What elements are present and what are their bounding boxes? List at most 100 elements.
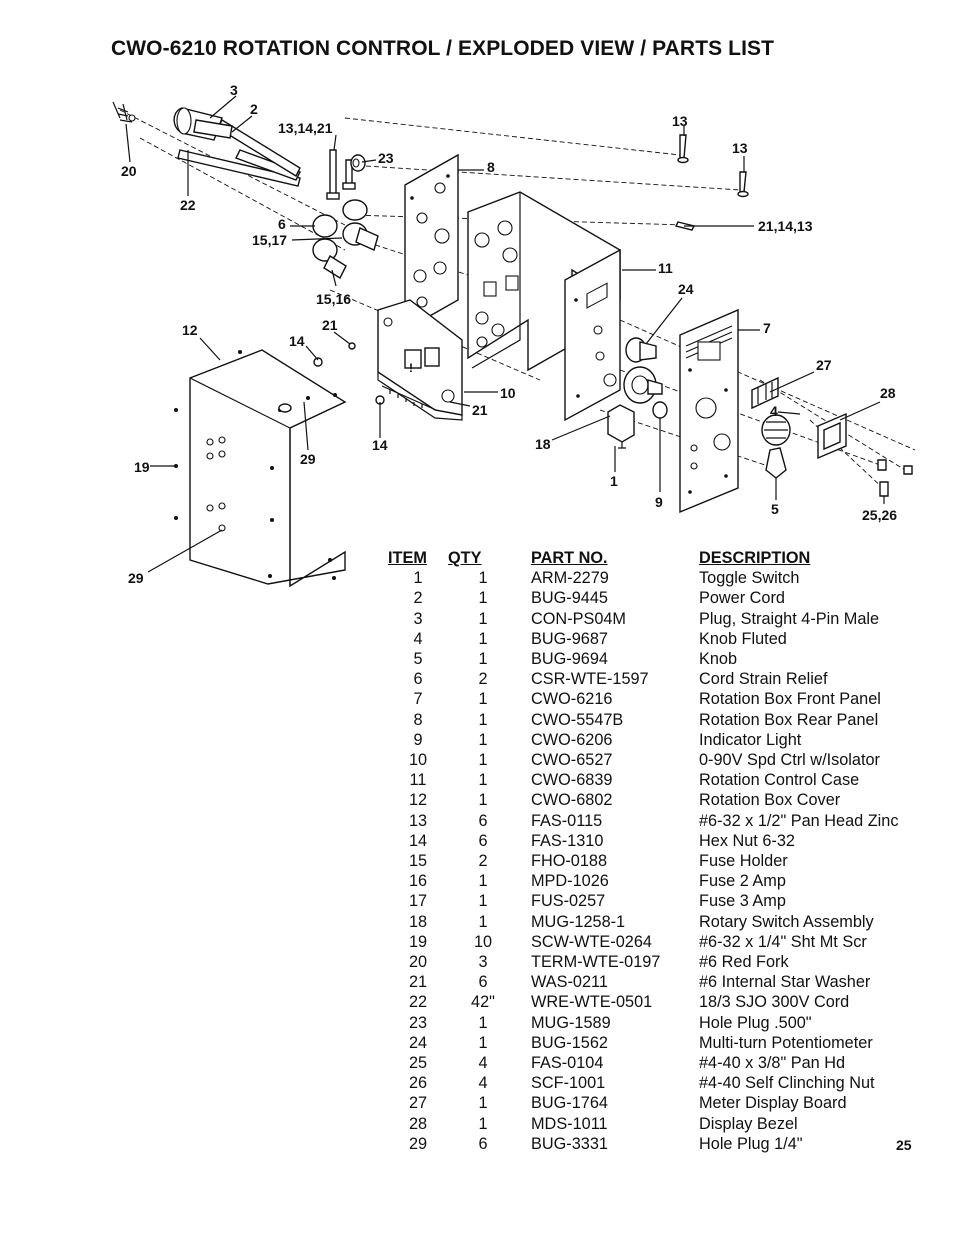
item-cell: 6 xyxy=(413,670,423,689)
item-cell: 17 xyxy=(408,892,428,911)
header-item: ITEM xyxy=(388,549,427,567)
hole-plug-23 xyxy=(350,154,366,172)
callout-25-26: 25,26 xyxy=(862,507,897,523)
rotation-box-cover-12 xyxy=(174,349,347,588)
qty-cell: 1 xyxy=(478,710,488,729)
description-cell: #6 Internal Star Washer xyxy=(699,973,871,992)
part-number-cell: BUG-9687 xyxy=(531,629,608,648)
callout-9: 9 xyxy=(655,494,663,510)
description-cell: Rotation Box Rear Panel xyxy=(699,710,879,729)
item-cell: 8 xyxy=(413,710,423,729)
qty-cell: 1 xyxy=(478,892,488,911)
description-cell: #4-40 Self Clinching Nut xyxy=(699,1074,875,1093)
page-title: CWO-6210 ROTATION CONTROL / EXPLODED VIE… xyxy=(111,37,775,60)
item-cell: 20 xyxy=(408,953,428,972)
qty-cell: 4 xyxy=(478,1074,488,1093)
item-cell: 9 xyxy=(413,730,423,749)
front-panel-7 xyxy=(679,308,739,514)
part-number-cell: CWO-6527 xyxy=(531,751,613,770)
qty-cell: 1 xyxy=(478,872,488,891)
description-cell: #4-40 x 3/8" Pan Hd xyxy=(699,1054,846,1073)
description-cell: Rotation Control Case xyxy=(699,771,860,790)
item-cell: 21 xyxy=(408,973,428,992)
display-and-knobs xyxy=(751,376,913,497)
part-number-cell: FUS-0257 xyxy=(531,892,606,911)
qty-cell: 1 xyxy=(478,751,488,770)
callout-20: 20 xyxy=(121,163,137,179)
part-number-cell: FAS-0104 xyxy=(531,1054,604,1073)
callout-18: 18 xyxy=(535,436,551,452)
qty-cell: 1 xyxy=(478,609,488,628)
description-cell: Fuse 2 Amp xyxy=(699,872,786,891)
rotation-control-case-11 xyxy=(467,191,621,422)
speed-control-board-10 xyxy=(377,299,463,421)
item-cell: 19 xyxy=(408,932,428,951)
part-number-cell: CWO-6802 xyxy=(531,791,613,810)
exploded-view-diagram: 3 2 20 22 13,14,21 23 8 13 13 21,14,13 6… xyxy=(112,82,916,588)
description-cell: 0-90V Spd Ctrl w/Isolator xyxy=(699,751,880,770)
part-number-cell: MUG-1589 xyxy=(531,1013,611,1032)
callout-14-lower: 14 xyxy=(372,437,388,453)
description-cell: Fuse Holder xyxy=(699,852,788,871)
item-cell: 25 xyxy=(408,1054,428,1073)
part-number-cell: CSR-WTE-1597 xyxy=(531,670,649,689)
part-number-cell: BUG-1562 xyxy=(531,1033,608,1052)
callout-10: 10 xyxy=(500,385,516,401)
qty-cell: 1 xyxy=(478,569,488,588)
description-cell: Display Bezel xyxy=(699,1114,798,1133)
item-cell: 26 xyxy=(408,1074,428,1093)
item-cell: 1 xyxy=(413,569,423,588)
part-number-cell: MUG-1258-1 xyxy=(531,912,626,931)
callout-7: 7 xyxy=(763,320,771,336)
callout-24: 24 xyxy=(678,281,694,297)
callout-4: 4 xyxy=(770,403,778,419)
part-number-cell: CWO-5547B xyxy=(531,710,624,729)
front-components xyxy=(607,337,668,449)
qty-cell: 1 xyxy=(478,791,488,810)
qty-cell: 42" xyxy=(471,993,495,1012)
rear-panel-8 xyxy=(404,153,459,332)
qty-cell: 1 xyxy=(478,1013,488,1032)
description-cell: Cord Strain Relief xyxy=(699,670,828,689)
callout-21-upper: 21 xyxy=(322,317,338,333)
part-number-cell: ARM-2279 xyxy=(531,569,609,588)
item-cell: 11 xyxy=(409,771,427,790)
page-number: 25 xyxy=(896,1137,912,1153)
parts-list-header-row: ITEM QTY PART NO. DESCRIPTION xyxy=(388,548,929,568)
part-number-cell: FAS-1310 xyxy=(531,831,604,850)
qty-cell: 10 xyxy=(473,932,493,951)
description-cell: Knob Fluted xyxy=(699,629,787,648)
item-cell: 27 xyxy=(408,1094,428,1113)
part-number-cell: MPD-1026 xyxy=(531,872,609,891)
item-cell: 23 xyxy=(408,1013,428,1032)
part-number-cell: TERM-WTE-0197 xyxy=(531,953,661,972)
description-cell: Fuse 3 Amp xyxy=(699,892,786,911)
description-cell: Rotary Switch Assembly xyxy=(699,912,874,931)
callout-29-upper: 29 xyxy=(300,451,316,467)
callout-13-right: 13 xyxy=(732,140,748,156)
qty-cell: 1 xyxy=(478,629,488,648)
callout-board-mark: ! xyxy=(409,361,413,375)
description-cell: Multi-turn Potentiometer xyxy=(699,1033,873,1052)
description-cell: Plug, Straight 4-Pin Male xyxy=(699,609,880,628)
header-description: DESCRIPTION xyxy=(699,549,811,567)
callout-2: 2 xyxy=(250,101,258,117)
callout-13-top: 13 xyxy=(672,113,688,129)
item-cell: 3 xyxy=(413,609,423,628)
item-cell: 15 xyxy=(408,852,428,871)
